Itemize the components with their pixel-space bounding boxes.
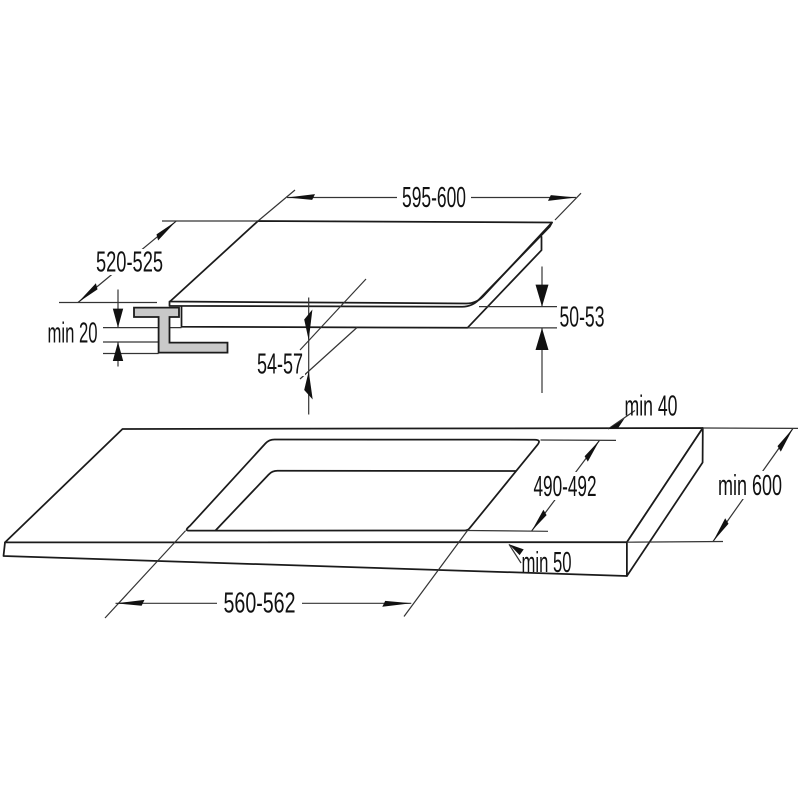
dim-hob-width-halo: [397, 184, 471, 210]
hob-glass-bottom-edge: [168, 221, 553, 308]
dim-cutout-rear-distance-label: min 40: [625, 391, 678, 423]
dim-hob-total-height-oblique-top: [299, 278, 367, 351]
dim-cutout-depth-arrow-top: [584, 440, 600, 462]
dim-cutout-front-distance-leader: [508, 543, 522, 564]
dim-worktop-depth: min 600: [626, 427, 799, 543]
dim-cutout-width-label: 560-562: [224, 588, 296, 620]
dim-cutout-width-arrow-right: [382, 600, 412, 607]
dim-cutout-front-distance-arrow: [509, 544, 524, 556]
dim-worktop-depth-ext-bottom: [626, 540, 724, 543]
dim-hob-total-height-arrow-top: [304, 309, 313, 341]
dim-cutout-depth: 490-492: [467, 439, 617, 532]
dim-cutout-width-halo: [217, 588, 302, 616]
dim-hob-depth-halo: [92, 249, 167, 275]
dim-cutout-depth-label: 490-492: [534, 471, 597, 503]
dim-hob-total-height-halo: [251, 352, 305, 376]
dim-cutout-front-distance-label: min 50: [522, 547, 572, 579]
dim-hob-width-ext-left: [257, 189, 296, 222]
dim-hob-width-arrow-left: [287, 194, 315, 200]
dim-worktop-depth-arrow-top: [777, 428, 793, 452]
mounting-bracket: [133, 306, 229, 354]
dim-cutout-front-distance: min 50: [508, 543, 572, 579]
worktop-right-face: [626, 427, 704, 577]
dim-support-clearance-arrow-top: [112, 308, 124, 328]
dim-support-clearance: min 20: [48, 289, 182, 367]
dim-support-clearance-label: min 20: [48, 318, 98, 350]
dim-cutout-rear-distance: min 40: [607, 391, 678, 430]
hob-figure: [133, 220, 553, 354]
dim-hob-total-height-oblique-bottom: [299, 327, 358, 380]
dim-hob-total-height-arrow-bottom: [304, 371, 313, 400]
dim-hob-width-label: 595-600: [402, 182, 466, 214]
dim-hob-body-height-arrow-bottom: [535, 328, 549, 350]
dim-worktop-depth-label: min 600: [718, 470, 782, 502]
dim-cutout-depth-halo: [529, 472, 601, 500]
dim-hob-body-height-label: 50-53: [560, 302, 605, 334]
dim-cutout-width-ext-right: [403, 530, 468, 617]
dim-hob-depth-arrow-top: [156, 221, 176, 241]
dim-hob-width-ext-right: [554, 192, 582, 221]
dim-hob-width: 595-600: [257, 182, 582, 222]
dim-cutout-width-arrow-left: [115, 599, 145, 606]
dim-cutout-depth-arrow-bottom: [531, 509, 547, 531]
dim-hob-depth: 520-525: [59, 220, 258, 304]
dim-cutout-rear-distance-leader: [607, 410, 636, 430]
dim-worktop-depth-halo: [713, 471, 787, 499]
worktop-cutout-inner-rim: [214, 469, 517, 532]
dim-hob-depth-label: 520-525: [96, 247, 163, 279]
hob-glass-top-surface: [169, 220, 553, 305]
dim-cutout-rear-distance-arrow: [608, 418, 625, 429]
dim-hob-depth-arrow-bottom: [78, 283, 98, 303]
dim-hob-body-height-arrow-top: [535, 284, 549, 307]
dim-hob-body-height: 50-53: [467, 266, 605, 393]
worktop-figure: [2, 427, 704, 577]
dim-hob-width-arrow-right: [548, 195, 576, 201]
dim-support-clearance-arrow-bottom: [112, 342, 124, 361]
dim-worktop-depth-arrow-bottom: [713, 518, 729, 542]
dim-hob-total-height-label: 54-57: [257, 349, 303, 381]
worktop-cutout-rim: [185, 438, 540, 532]
dim-hob-total-height: 54-57: [251, 278, 367, 415]
dim-cutout-width: 560-562: [104, 530, 468, 620]
dim-cutout-depth-ext-bottom: [467, 529, 549, 532]
